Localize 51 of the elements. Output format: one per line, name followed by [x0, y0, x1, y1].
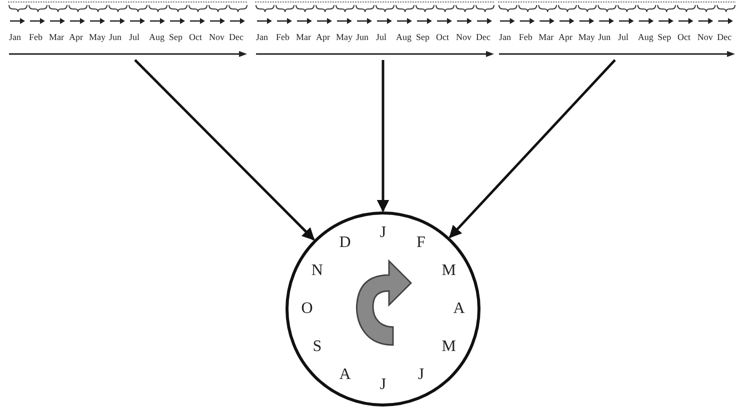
- month-label: Dec: [229, 31, 244, 43]
- month-label: Aug: [149, 31, 164, 43]
- month-label: Jun: [356, 31, 369, 43]
- month-initial: J: [380, 376, 386, 394]
- month-label: Oct: [678, 31, 690, 43]
- month-label: Jul: [618, 31, 629, 43]
- month-label: Oct: [436, 31, 449, 43]
- month-label: Feb: [518, 31, 532, 43]
- month-label: May: [578, 31, 595, 43]
- month-initial: M: [442, 262, 456, 280]
- month-label: May: [89, 31, 106, 43]
- month-initial: F: [416, 234, 426, 252]
- month-label: Aug: [638, 31, 654, 43]
- month-initial: N: [311, 262, 323, 280]
- month-label: Feb: [29, 31, 42, 43]
- month-label: Jul: [129, 31, 140, 43]
- arrow: [376, 60, 390, 212]
- month-label: Aug: [396, 31, 412, 43]
- arrow: [448, 59, 616, 238]
- month-label: Oct: [189, 31, 202, 43]
- month-label: May: [336, 31, 352, 43]
- month-label: Apr: [316, 31, 330, 43]
- month-label: Mar: [49, 31, 64, 43]
- month-label: Nov: [456, 31, 472, 43]
- month-label: Dec: [476, 31, 490, 43]
- month-initial: A: [339, 366, 351, 384]
- month-label: Sep: [416, 31, 430, 43]
- month-label: Jul: [376, 31, 387, 43]
- month-label: Jan: [9, 31, 21, 43]
- month-label: Jan: [256, 31, 268, 43]
- month-initial: D: [339, 234, 351, 252]
- month-label: Jun: [598, 31, 611, 43]
- month-initial: J: [418, 366, 424, 384]
- month-initial: O: [301, 300, 313, 318]
- month-label: Mar: [538, 31, 554, 43]
- month-label: Apr: [69, 31, 83, 43]
- month-label: Mar: [296, 31, 311, 43]
- month-initial: M: [442, 338, 456, 356]
- month-label: Nov: [697, 31, 713, 43]
- arrow: [134, 59, 315, 240]
- month-label: Apr: [558, 31, 572, 43]
- month-label: Sep: [169, 31, 182, 43]
- month-initial: J: [380, 224, 386, 242]
- month-label: Jan: [499, 31, 511, 43]
- month-label: Jun: [109, 31, 122, 43]
- month-label: Nov: [209, 31, 224, 43]
- month-label: Sep: [658, 31, 672, 43]
- month-initial: A: [453, 300, 465, 318]
- month-label: Feb: [276, 31, 290, 43]
- month-initial: S: [312, 338, 322, 356]
- month-label: Dec: [717, 31, 732, 43]
